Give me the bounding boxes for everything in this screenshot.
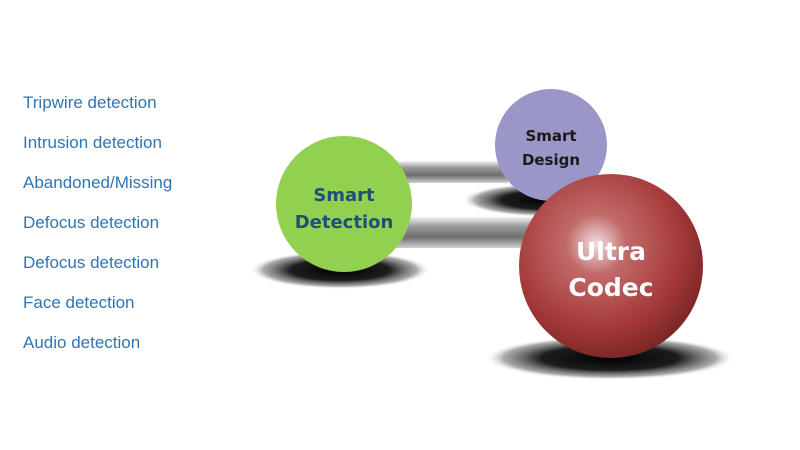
feature-item-face: Face detection — [23, 293, 135, 312]
ultra-codec-label-line2: Codec — [568, 273, 653, 302]
smart-design-label-line2: Design — [522, 151, 580, 169]
feature-item-intrusion: Intrusion detection — [23, 133, 162, 152]
connector-bar-top — [388, 161, 508, 183]
ultra-codec-shadow — [485, 336, 735, 380]
feature-item-tripwire: Tripwire detection — [23, 93, 157, 112]
feature-item-audio: Audio detection — [23, 333, 141, 352]
ultra-codec-label-line1: Ultra — [576, 237, 646, 266]
connector-bar-bottom — [392, 217, 532, 248]
feature-item-defocus: Defocus detection — [23, 213, 160, 232]
smart-detection-node: Smart Detection — [276, 136, 412, 272]
feature-item-defocus-2: Defocus detection — [23, 253, 160, 272]
smart-detection-label-line1: Smart — [313, 185, 375, 206]
feature-list: Tripwire detection Intrusion detection A… — [23, 92, 172, 372]
smart-detection-circle — [276, 136, 412, 272]
smart-design-node: Smart Design — [495, 89, 607, 201]
smart-design-label-line1: Smart — [525, 127, 576, 145]
ultra-codec-node: Ultra Codec — [519, 174, 703, 358]
smart-design-circle — [495, 89, 607, 201]
ultra-codec-circle — [519, 174, 703, 358]
smart-detection-label-line2: Detection — [295, 212, 394, 233]
feature-item-abandoned-missing: Abandoned/Missing — [23, 173, 173, 192]
